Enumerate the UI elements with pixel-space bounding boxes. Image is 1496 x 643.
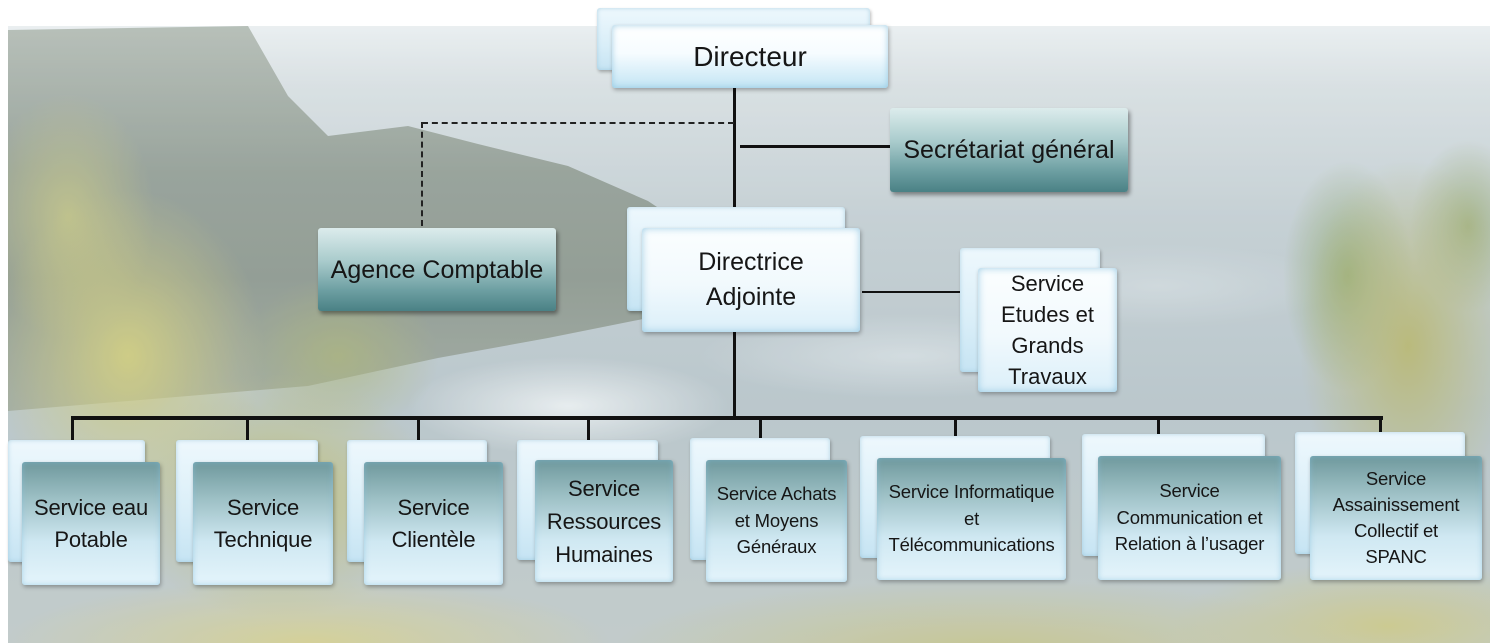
- service-informatique-label-line-2: et: [963, 507, 980, 529]
- service-etudes-label-line-2: Etudes et: [1001, 302, 1094, 327]
- connector-tick-service-5: [759, 416, 762, 442]
- service-achats-label-line-1: Service Achats: [716, 483, 837, 505]
- directeur-label: Directeur: [693, 40, 807, 72]
- service-communication-label-line-3: Relation à l’usager: [1114, 533, 1265, 555]
- directrice-adjointe-label-line-2: Adjointe: [705, 283, 797, 311]
- connector-services-bus: [71, 416, 1383, 420]
- service-ressources-humaines-label-line-2: Ressources: [546, 508, 662, 534]
- dashed-connector-agence-vertical: [421, 122, 423, 226]
- service-communication-label-line-1: Service: [1159, 480, 1220, 502]
- service-clientele-box: Service Clientèle: [364, 462, 503, 585]
- secretariat-general-box: Secrétariat général: [890, 108, 1128, 192]
- service-assainissement-label-line-2: Assainissement: [1332, 494, 1460, 515]
- service-achats-label-line-3: Généraux: [736, 536, 817, 558]
- connector-tick-service-8: [1379, 416, 1382, 442]
- service-etudes-label-line-4: Travaux: [1008, 364, 1087, 389]
- connector-tick-service-2: [246, 416, 249, 442]
- service-informatique-box: Service Informatique et Télécommunicatio…: [877, 458, 1066, 580]
- connector-tick-service-1: [71, 416, 74, 442]
- service-ressources-humaines-label-line-3: Humaines: [555, 541, 653, 567]
- service-etudes-box: Service Etudes et Grands Travaux: [978, 268, 1117, 392]
- service-ressources-humaines-label-line-1: Service: [568, 475, 640, 501]
- service-eau-potable-box: Service eau Potable: [22, 462, 160, 585]
- service-communication-box: Service Communication et Relation à l’us…: [1098, 456, 1281, 580]
- secretariat-general-label: Secrétariat général: [903, 136, 1115, 164]
- service-ressources-humaines-box: Service Ressources Humaines: [535, 460, 673, 582]
- directeur-box: Directeur: [612, 25, 888, 88]
- service-technique-box: Service Technique: [193, 462, 333, 585]
- service-eau-potable-label-line-1: Service eau: [34, 494, 148, 520]
- service-technique-label-line-1: Service: [227, 494, 299, 520]
- service-eau-potable-label-line-2: Potable: [54, 526, 128, 552]
- dashed-connector-agence-horizontal: [422, 122, 734, 124]
- agence-comptable-box: Agence Comptable: [318, 228, 556, 311]
- service-informatique-label-line-1: Service Informatique: [888, 481, 1055, 503]
- service-achats-label-line-2: et Moyens: [734, 509, 819, 531]
- service-informatique-label-line-3: Télécommunications: [888, 534, 1055, 556]
- service-assainissement-label-line-4: SPANC: [1365, 546, 1427, 567]
- service-technique-label-line-2: Technique: [213, 526, 313, 552]
- service-clientele-label-line-1: Service: [397, 494, 470, 520]
- service-clientele-label-line-2: Clientèle: [391, 526, 476, 552]
- connector-secretariat: [740, 145, 892, 148]
- agence-comptable-label: Agence Comptable: [330, 255, 544, 284]
- connector-tick-service-4: [587, 416, 590, 442]
- service-assainissement-box: Service Assainissement Collectif et SPAN…: [1310, 456, 1482, 580]
- connector-tick-service-6: [954, 416, 957, 442]
- service-communication-label-line-2: Communication et: [1116, 506, 1263, 528]
- connector-service-etudes: [862, 291, 980, 293]
- directrice-adjointe-box: Directrice Adjointe: [642, 228, 860, 332]
- connector-tick-service-7: [1157, 416, 1160, 442]
- service-etudes-label-line-3: Grands: [1011, 333, 1084, 358]
- service-assainissement-label-line-3: Collectif et: [1354, 520, 1438, 541]
- service-achats-box: Service Achats et Moyens Généraux: [706, 460, 847, 582]
- service-etudes-label-line-1: Service: [1010, 271, 1085, 296]
- connector-tick-service-3: [417, 416, 420, 442]
- service-assainissement-label-line-1: Service: [1365, 468, 1427, 489]
- directrice-adjointe-label-line-1: Directrice: [698, 248, 804, 276]
